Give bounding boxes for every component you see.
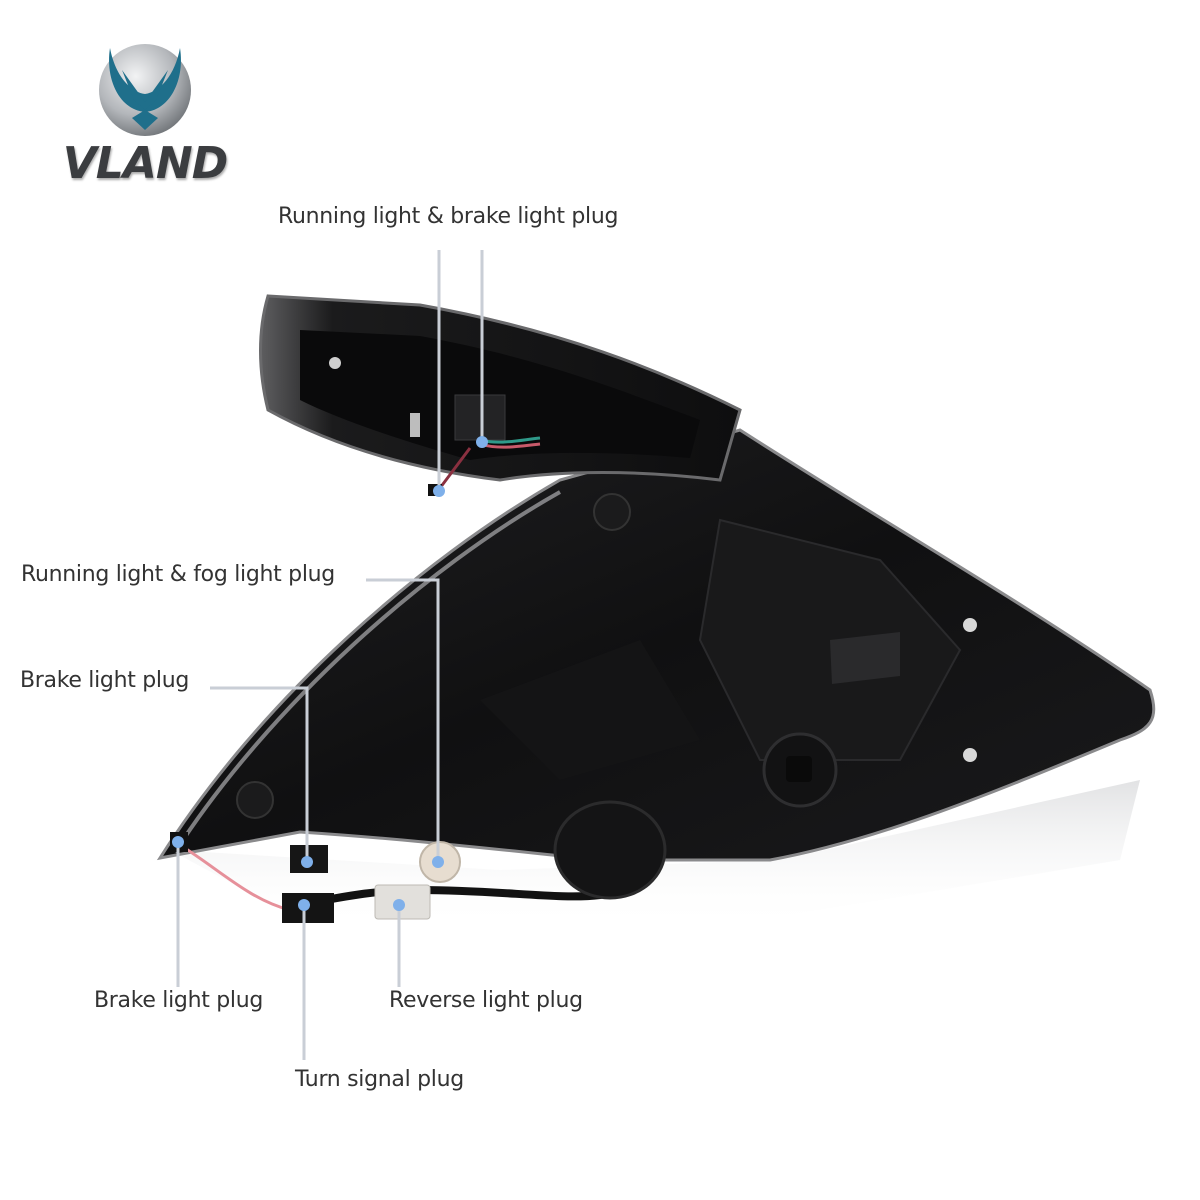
callout-label-brake-lower: Brake light plug (94, 988, 264, 1013)
callout-label-running-fog: Running light & fog light plug (21, 562, 335, 587)
callout-label-turn-signal: Turn signal plug (295, 1067, 464, 1092)
brand-logo: VLAND (60, 40, 230, 190)
callout-label-brake-upper: Brake light plug (20, 668, 190, 693)
vland-emblem-icon (99, 44, 191, 136)
callout-label-running-brake: Running light & brake light plug (278, 204, 619, 229)
callout-label-reverse: Reverse light plug (389, 988, 583, 1013)
brand-wordmark: VLAND (62, 138, 229, 189)
